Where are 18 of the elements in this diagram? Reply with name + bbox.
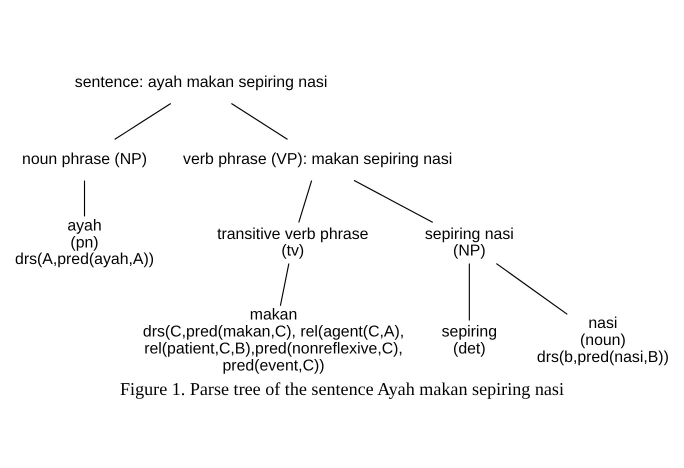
connector	[84, 180, 86, 216]
node-text: ayah (pn) drs(A,pred(ayah,A))	[15, 217, 154, 268]
connector	[231, 102, 288, 140]
node-text: nasi (noun) drs(b,pred(nasi,B))	[536, 315, 669, 366]
node-text: noun phrase (NP)	[22, 151, 147, 168]
connector	[114, 102, 172, 140]
connector	[468, 264, 470, 320]
connector	[280, 263, 290, 306]
node-text: sepiring nasi (NP)	[424, 226, 514, 260]
node-text: sepiring (det)	[442, 324, 498, 358]
connector	[496, 263, 568, 315]
node-text: sentence: ayah makan sepiring nasi	[74, 74, 328, 92]
node-text: verb phrase (VP): makan sepiring nasi	[183, 151, 452, 168]
node-text: makan drs(C,pred(makan,C), rel(agent(C,A), rel(patient,C,B),pred(nonreflexive,C), pred(event,C))	[142, 306, 404, 375]
node-text: transitive verb phrase (tv)	[217, 226, 368, 260]
caption: Figure 1. Parse tree of the sentence Ayah makan sepiring nasi	[120, 379, 564, 400]
connector	[354, 180, 434, 223]
connector	[298, 180, 312, 223]
